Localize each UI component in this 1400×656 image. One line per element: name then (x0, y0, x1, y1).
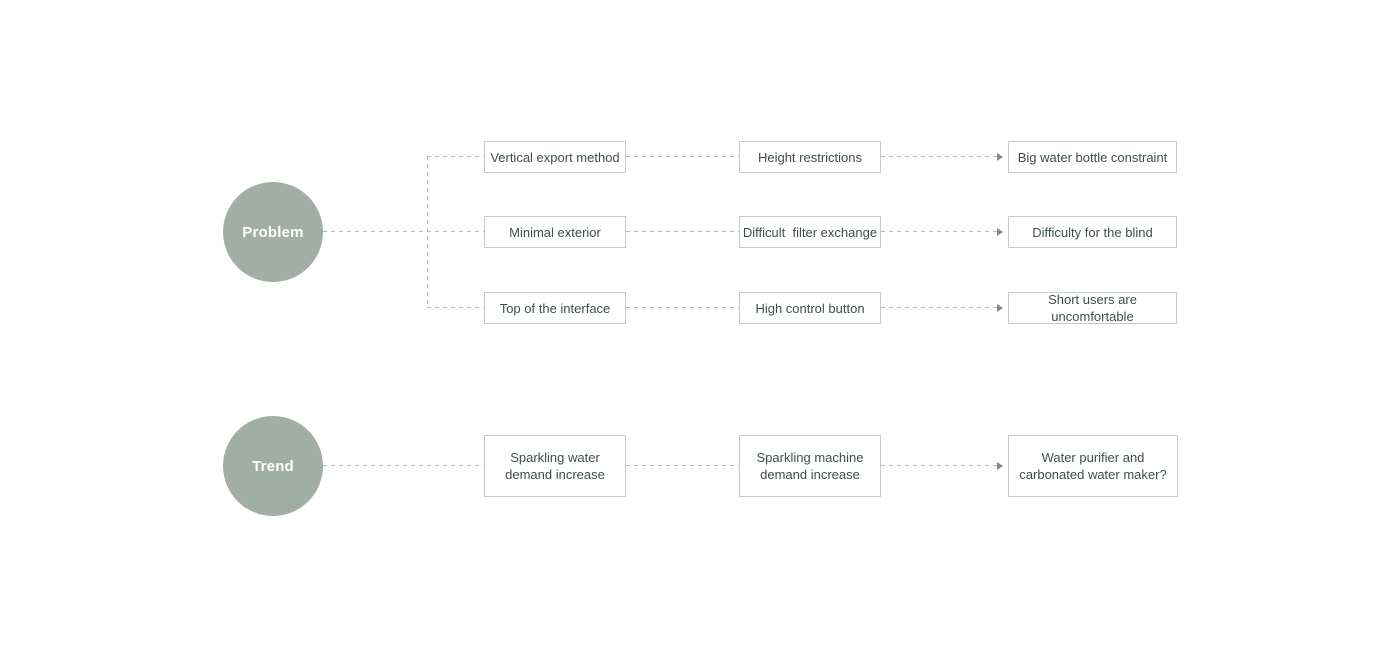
trend-node-c2: Sparkling machine demand increase (739, 435, 881, 497)
connector-problem-r2-c2-c3 (881, 231, 998, 232)
connector-problem-r3-c2-c3 (881, 307, 998, 308)
problem-circle-label: Problem (242, 223, 304, 241)
connector-problem-r2-c1-c2 (626, 231, 739, 232)
problem-node-r1c2: Height restrictions (739, 141, 881, 173)
problem-circle-node: Problem (223, 182, 323, 282)
arrowhead-right-icon (997, 228, 1003, 236)
problem-node-r1c1: Vertical export method (484, 141, 626, 173)
connector-problem-r1-c1-c2 (626, 156, 739, 157)
arrowhead-right-icon (997, 304, 1003, 312)
node-label: Minimal exterior (509, 224, 601, 240)
node-label: Height restrictions (757, 149, 863, 165)
node-label: Top of the interface (499, 300, 611, 316)
node-label: Sparkling machine demand increase (756, 450, 864, 482)
trend-node-c3: Water purifier and carbonated water make… (1008, 435, 1178, 497)
connector-problem-r1-c2-c3 (881, 156, 998, 157)
node-label: Difficult filter exchange (742, 224, 878, 240)
node-label: Sparkling water demand increase (505, 450, 605, 482)
problem-node-r1c3: Big water bottle constraint (1008, 141, 1177, 173)
node-label: Vertical export method (490, 149, 620, 165)
connector-problem-branch (427, 156, 428, 308)
connector-problem-branch-row2 (427, 231, 484, 232)
node-label: Big water bottle constraint (1017, 149, 1168, 165)
problem-node-r3c1: Top of the interface (484, 292, 626, 324)
node-label: High control button (755, 300, 865, 316)
problem-node-r2c1: Minimal exterior (484, 216, 626, 248)
connector-trend-stem (323, 465, 484, 466)
connector-trend-c1-c2 (626, 465, 739, 466)
arrowhead-right-icon (997, 462, 1003, 470)
trend-node-c1: Sparkling water demand increase (484, 435, 626, 497)
trend-circle-label: Trend (252, 457, 294, 475)
problem-node-r3c3: Short users are uncomfortable (1008, 292, 1177, 324)
node-label: Water purifier and carbonated water make… (1019, 450, 1167, 482)
problem-node-r2c2: Difficult filter exchange (739, 216, 881, 248)
connector-problem-r3-c1-c2 (626, 307, 739, 308)
problem-node-r3c2: High control button (739, 292, 881, 324)
connector-problem-branch-row1 (427, 156, 484, 157)
trend-circle-node: Trend (223, 416, 323, 516)
node-label: Difficulty for the blind (1032, 224, 1153, 240)
connector-problem-stem (323, 231, 428, 232)
connector-trend-c2-c3 (881, 465, 998, 466)
connector-problem-branch-row3 (427, 307, 484, 308)
node-label: Short users are uncomfortable (1048, 292, 1141, 324)
problem-node-r2c3: Difficulty for the blind (1008, 216, 1177, 248)
arrowhead-right-icon (997, 153, 1003, 161)
